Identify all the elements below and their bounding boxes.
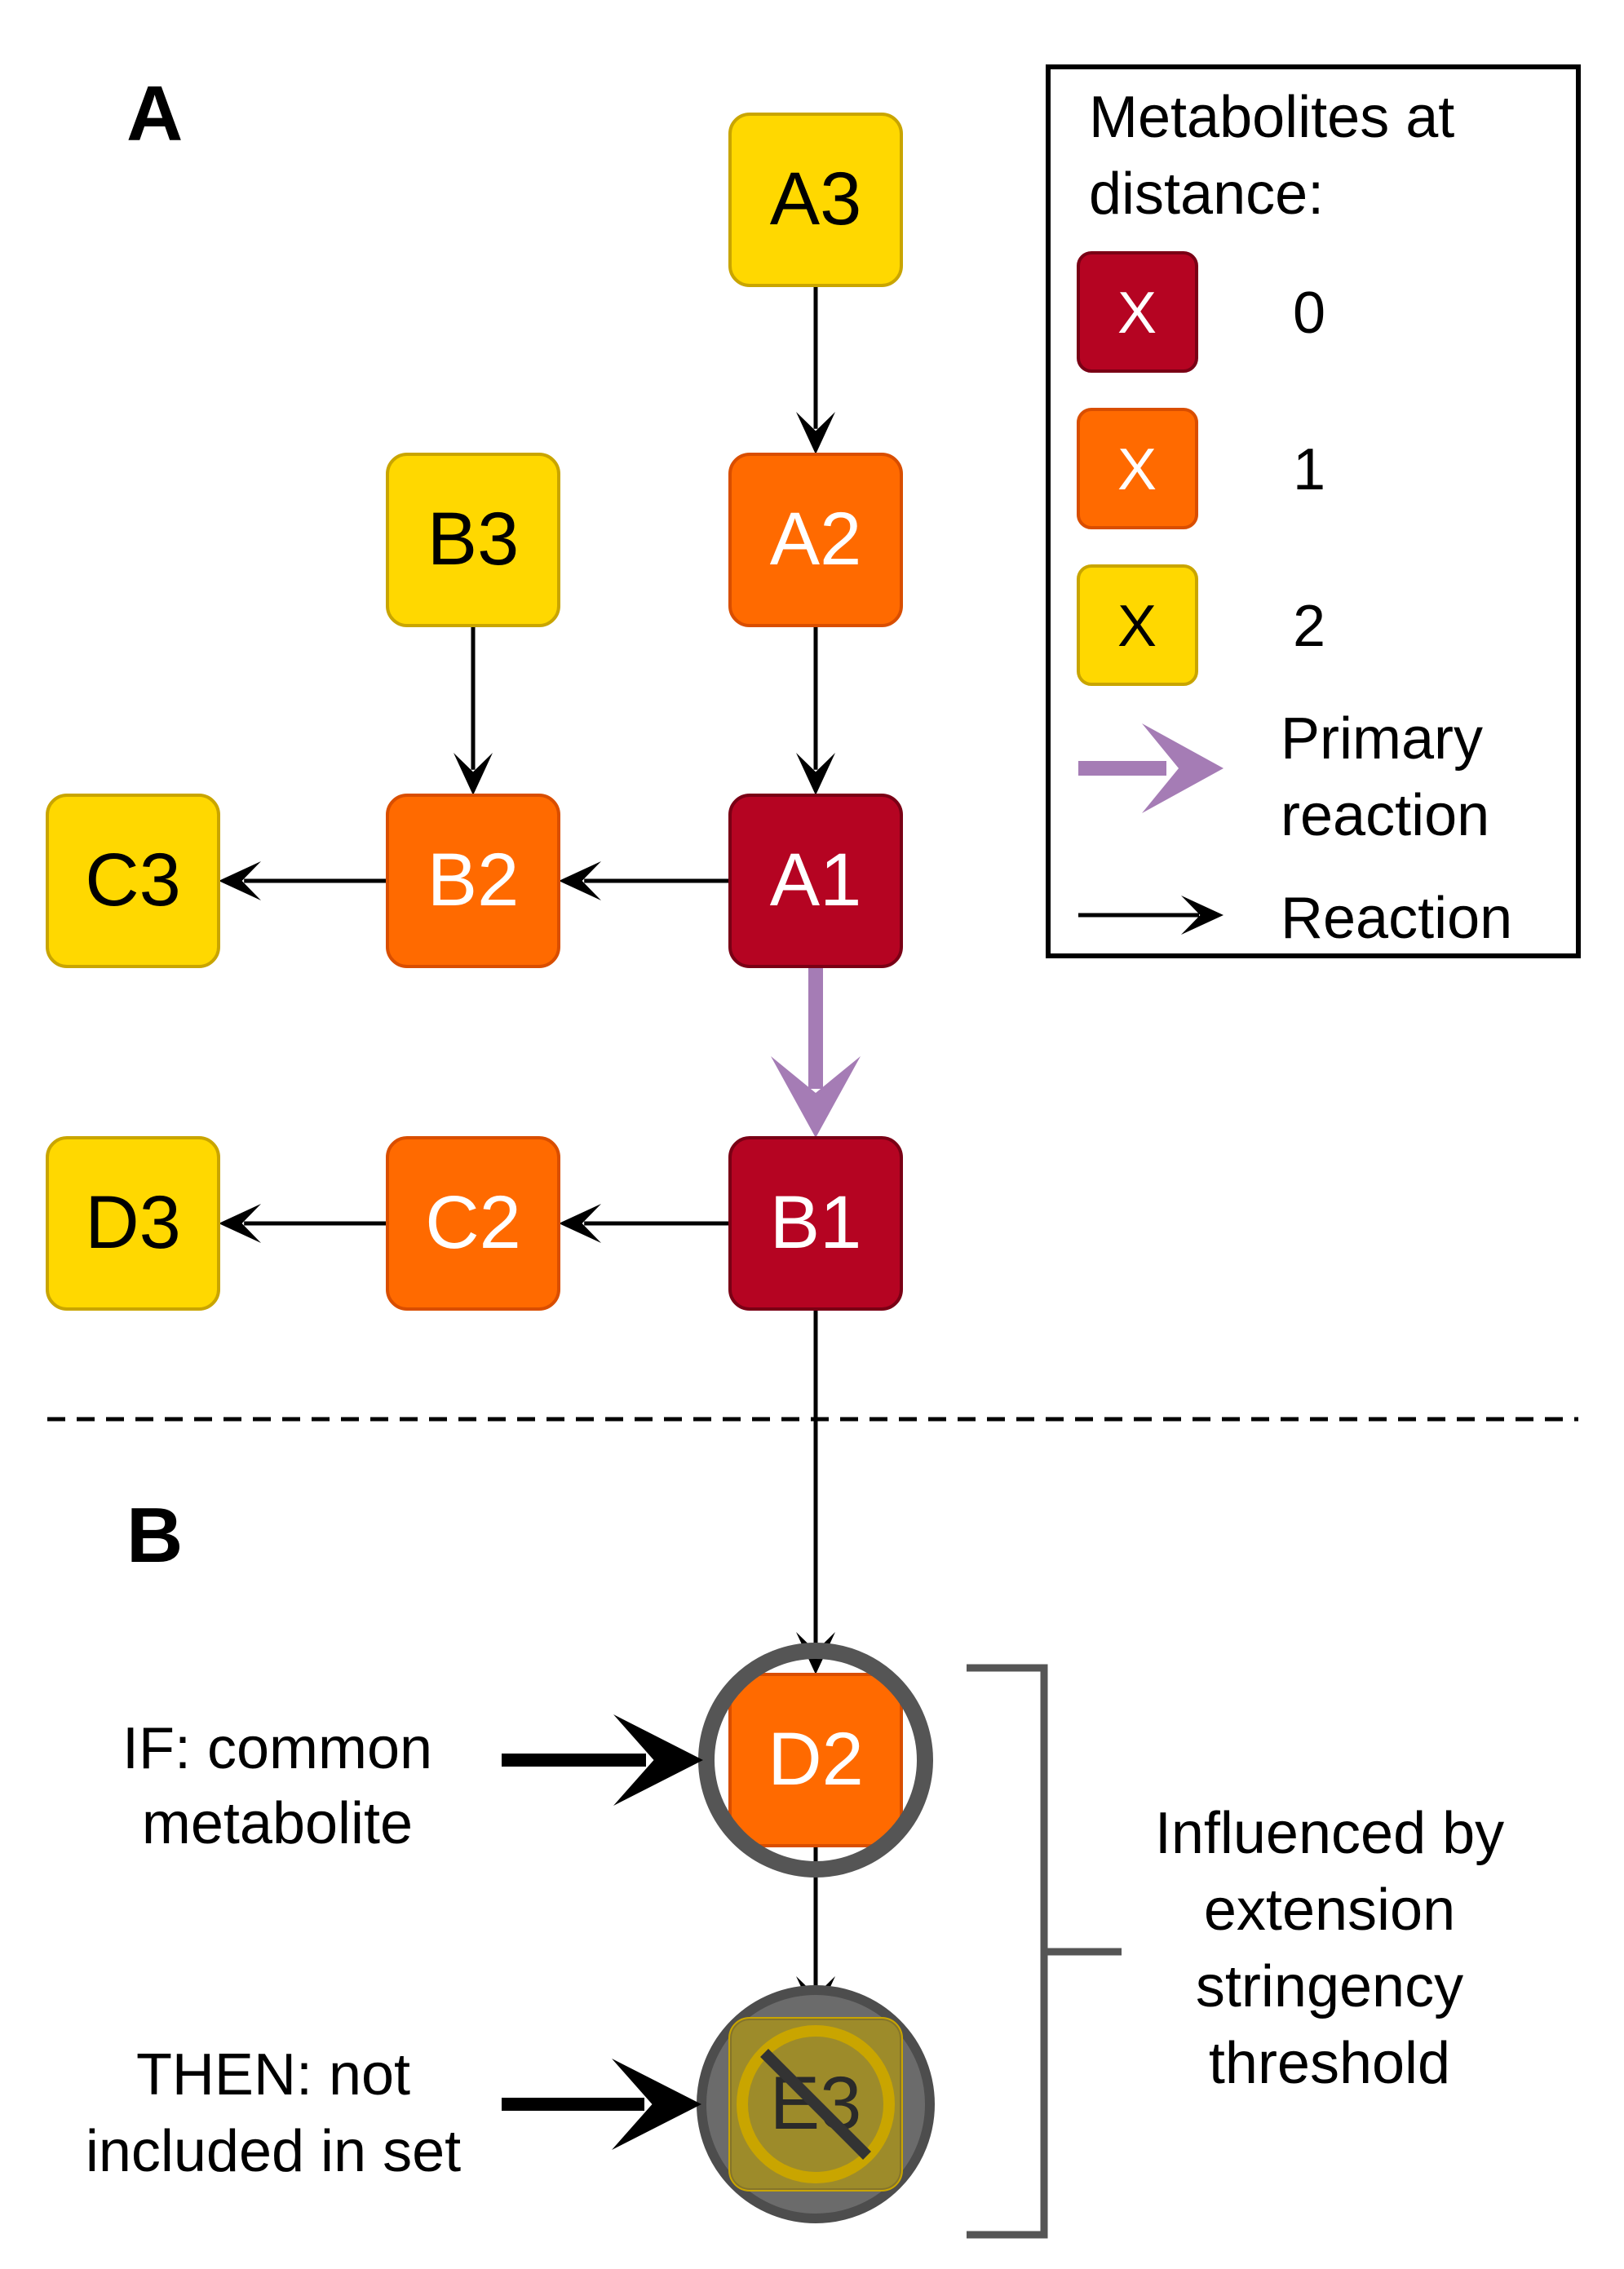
node-B1: B1 — [728, 1136, 903, 1311]
arrowhead-A2-A1 — [796, 753, 835, 795]
node-D2: D2 — [728, 1673, 903, 1847]
arrowhead-B2-C3 — [219, 861, 261, 900]
if-arrow-head — [613, 1714, 703, 1806]
node-B2: B2 — [386, 794, 560, 968]
legend-primary-label-line1: Primary — [1281, 706, 1483, 772]
node-A2: A2 — [728, 453, 903, 627]
node-box-B3 — [386, 453, 560, 627]
legend-primary-arrow-icon — [1078, 723, 1224, 813]
node-D3: D3 — [46, 1136, 220, 1311]
legend-swatch-distance-1 — [1077, 408, 1198, 529]
legend-reaction-label: Reaction — [1281, 886, 1512, 951]
influence-label-line2: extension — [1204, 1878, 1455, 1943]
legend: Metabolites at distance: X 0 X 1 X 2 Pri… — [1046, 64, 1581, 958]
legend-swatch-distance-2 — [1077, 564, 1198, 686]
metabolite-nodes: A3A2A1B3B2B1C3C2D3D2E3 — [46, 113, 903, 2192]
node-C2: C2 — [386, 1136, 560, 1311]
threshold-bracket — [967, 1664, 1122, 2239]
legend-title-line2: distance: — [1089, 161, 1324, 227]
node-label-D3: D3 — [85, 1181, 181, 1264]
arrowhead-C2-D3 — [219, 1204, 261, 1243]
node-label-A3: A3 — [770, 157, 862, 241]
legend-title-line1: Metabolites at — [1089, 85, 1454, 150]
legend-reaction-head — [1181, 896, 1224, 935]
node-C3: C3 — [46, 794, 220, 968]
then-arrow-head — [612, 2059, 701, 2150]
if-label-line2: metabolite — [142, 1791, 413, 1856]
influence-label-line1: Influenced by — [1155, 1801, 1504, 1866]
node-label-D2: D2 — [768, 1718, 864, 1801]
legend-distance-2-label: 2 — [1293, 594, 1325, 659]
then-pointer-arrow-icon — [502, 2059, 701, 2150]
if-pointer-arrow-icon — [502, 1714, 703, 1806]
legend-swatch-symbol-1: X — [1117, 437, 1157, 502]
panel-label-b: B — [126, 1492, 183, 1579]
node-box-D2 — [728, 1673, 903, 1847]
node-label-B1: B1 — [770, 1181, 862, 1264]
legend-distance-1-label: 1 — [1293, 437, 1325, 502]
if-label-line1: IF: common — [122, 1716, 432, 1781]
node-A3: A3 — [728, 113, 903, 287]
arrowhead-B1-C2 — [559, 1204, 601, 1243]
no-symbol-ring-icon — [737, 2025, 895, 2183]
legend-swatch-distance-0 — [1077, 251, 1198, 373]
node-box-B2 — [386, 794, 560, 968]
node-box-A3 — [728, 113, 903, 287]
node-box-A1 — [728, 794, 903, 968]
legend-reaction-arrow-icon — [1078, 896, 1224, 935]
arrowhead-A1-B1 — [771, 1056, 861, 1138]
node-A1: A1 — [728, 794, 903, 968]
node-label-B2: B2 — [427, 838, 520, 922]
arrowhead-B3-B2 — [454, 753, 493, 795]
panel-label-a: A — [126, 70, 183, 157]
node-box-C2 — [386, 1136, 560, 1311]
then-label-line2: included in set — [86, 2119, 461, 2184]
reaction-edges — [219, 285, 861, 2019]
node-box-D3 — [46, 1136, 220, 1311]
legend-swatch-symbol-0: X — [1117, 281, 1157, 346]
node-label-C2: C2 — [425, 1181, 521, 1264]
arrowhead-A3-A2 — [796, 412, 835, 454]
node-box-A2 — [728, 453, 903, 627]
legend-distance-0-label: 0 — [1293, 281, 1325, 346]
common-metabolite-ring — [698, 1643, 933, 1878]
legend-swatch-symbol-2: X — [1117, 594, 1157, 659]
node-label-C3: C3 — [85, 838, 181, 922]
node-B3: B3 — [386, 453, 560, 627]
node-box-B1 — [728, 1136, 903, 1311]
exclusion-overlays — [698, 1643, 933, 2190]
arrowhead-A1-B2 — [559, 861, 601, 900]
node-label-B3: B3 — [427, 498, 520, 581]
legend-primary-label-line2: reaction — [1281, 783, 1489, 848]
influence-label-line4: threshold — [1209, 2031, 1450, 2096]
legend-primary-head — [1142, 723, 1224, 813]
node-box-C3 — [46, 794, 220, 968]
no-symbol-slash-icon — [760, 2049, 871, 2160]
influence-label-line3: stringency — [1196, 1954, 1463, 2019]
node-label-A1: A1 — [770, 838, 862, 922]
node-label-A2: A2 — [770, 498, 862, 581]
then-label-line1: THEN: not — [136, 2042, 410, 2108]
